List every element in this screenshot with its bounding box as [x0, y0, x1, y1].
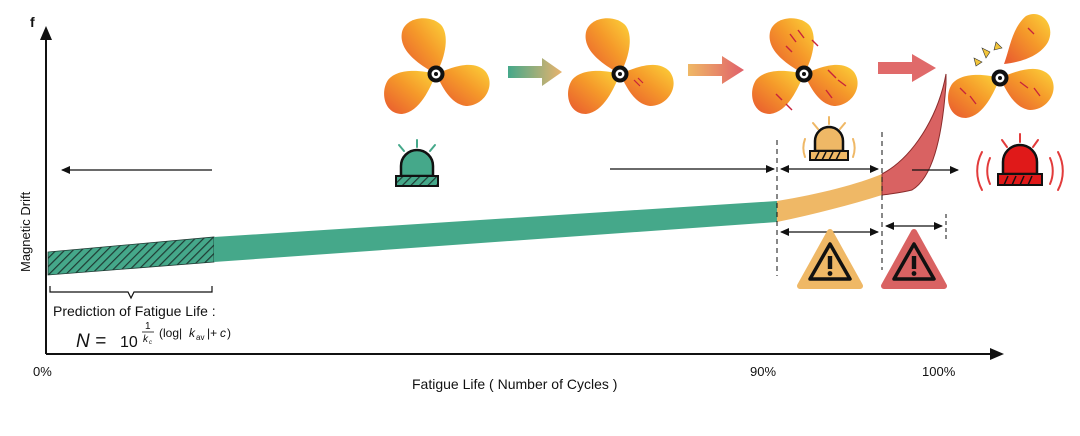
formula-tail-d: ): [227, 326, 231, 340]
orange-warning-triangle-icon: [797, 229, 863, 289]
formula-tail-c: c: [220, 326, 226, 340]
band-prediction-segment: [47, 236, 215, 276]
formula-tail-b: |+: [207, 326, 217, 340]
band-danger-segment: [881, 73, 947, 196]
transition-arrow-1: [508, 58, 562, 86]
formula-tail-k: k: [189, 326, 196, 340]
red-alarm-icon: [976, 133, 1064, 191]
band-warning-segment: [777, 174, 882, 222]
x-axis-arrowhead: [990, 348, 1004, 360]
transition-arrow-2: [688, 56, 744, 84]
band-normal-segment: [214, 201, 777, 262]
propeller-fractured-icon: [948, 14, 1054, 118]
propeller-sequence: [384, 14, 1054, 118]
axes: f Magnetic Drift Fatigue Life ( Number o…: [18, 14, 1004, 392]
formula-lhs: N =: [76, 331, 106, 352]
range-bracket: [49, 286, 213, 300]
x-tick-100: 100%: [922, 364, 956, 379]
y-axis-arrowhead: [40, 26, 52, 40]
prediction-title: Prediction of Fatigue Life :: [53, 303, 216, 319]
range-arrows: [61, 165, 959, 236]
green-alarm-icon: [395, 139, 439, 187]
red-warning-triangle-icon: [881, 229, 947, 289]
transition-arrows: [508, 54, 936, 86]
orange-alarm-icon: [802, 116, 856, 161]
crack-marks-mid: [775, 29, 847, 111]
y-axis-label: Magnetic Drift: [18, 191, 33, 272]
fatigue-prediction-annotation: Prediction of Fatigue Life : N = 10 1 k …: [49, 286, 231, 352]
y-axis-symbol: f: [30, 14, 35, 30]
x-axis-label: Fatigue Life ( Number of Cycles ): [412, 376, 617, 392]
drift-band: [47, 73, 947, 276]
propeller-cracked-icon: [752, 18, 858, 114]
formula-frac-den: k: [143, 334, 149, 345]
formula-base: 10: [120, 334, 138, 351]
phase-markers: [776, 132, 947, 276]
propeller-intact-icon: [384, 18, 490, 114]
transition-arrow-3: [878, 54, 936, 82]
formula-tail-a: (log|: [159, 326, 182, 340]
x-tick-90: 90%: [750, 364, 776, 379]
formula-frac-den-sub: c: [149, 340, 152, 346]
propeller-crack-start-icon: [568, 18, 674, 114]
x-tick-0: 0%: [33, 364, 52, 379]
formula-frac-num: 1: [145, 321, 151, 332]
crack-marks-early: [633, 77, 644, 87]
formula-tail-sub: av: [196, 333, 204, 342]
